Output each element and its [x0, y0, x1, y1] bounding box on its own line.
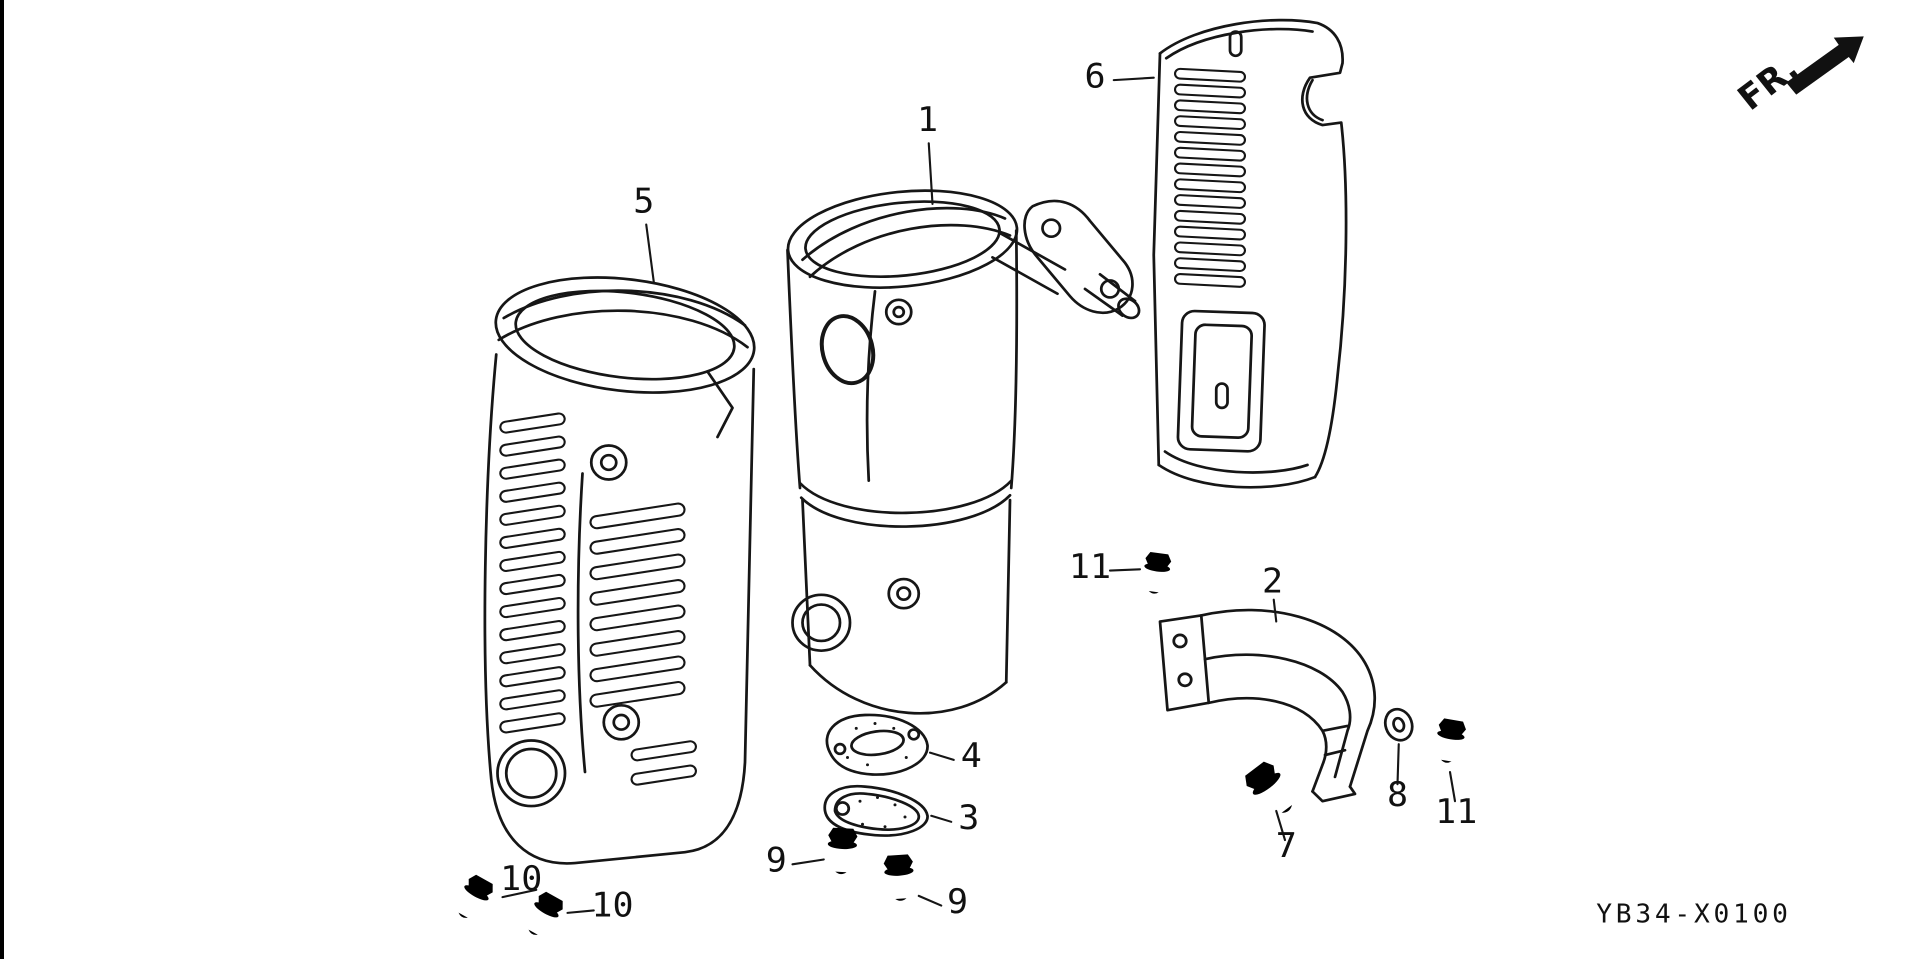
leader-line-10-upper: [501, 888, 538, 899]
leader-line-2: [1272, 598, 1278, 623]
bolt-part7-drawing: [1241, 758, 1302, 822]
muffler-part1-drawing: [786, 189, 1141, 715]
washer-part8-drawing: [1383, 707, 1414, 742]
callout-6: 6: [1084, 57, 1105, 96]
part5-louvers-left-column: [499, 412, 566, 734]
leader-line-11-left: [1108, 568, 1142, 572]
callout-10-upper: 10: [500, 859, 542, 898]
part5-louvers-bottom: [630, 740, 697, 786]
diagram-code: YB34-X0100: [1596, 900, 1791, 930]
gasket-part3-drawing: [823, 784, 929, 837]
fr-label: FR.: [1731, 49, 1807, 119]
callout-5: 5: [633, 182, 654, 221]
muffler-band-part2-drawing: [1158, 608, 1377, 803]
leader-line-10-lower: [566, 909, 595, 914]
leader-line-9-right: [917, 894, 943, 907]
page-left-edge-line: [0, 0, 4, 959]
callout-11-left: 11: [1069, 547, 1111, 586]
callout-9-left: 9: [766, 841, 787, 880]
leader-line-3: [930, 814, 953, 823]
leader-line-4: [928, 751, 955, 761]
callout-2: 2: [1262, 562, 1283, 601]
part6-louvers-column: [1173, 67, 1247, 288]
callout-labels: 5 1 6 11 2 4 3 8 11 7 9 9 10 10: [500, 57, 1477, 926]
callout-9-right: 9: [947, 882, 968, 921]
gasket-part4-drawing: [825, 713, 929, 776]
callout-leader-lines: [501, 76, 1457, 914]
leader-line-6: [1112, 76, 1155, 82]
leader-line-8: [1396, 743, 1400, 786]
callout-1: 1: [917, 101, 938, 140]
leader-line-1: [927, 142, 934, 205]
leader-line-5: [645, 223, 655, 283]
bolt-part10-left-drawing: [450, 872, 497, 924]
bolt-part11-left-drawing: [1140, 551, 1173, 596]
bolt-part9-right-drawing: [883, 854, 916, 902]
callout-3: 3: [958, 799, 979, 838]
leader-line-7: [1275, 809, 1287, 842]
bolt-part11-right-drawing: [1432, 717, 1468, 766]
leader-line-9-left: [791, 858, 825, 866]
muffler-protector-part6-drawing: [1152, 18, 1348, 489]
part5-louvers-center-column: [589, 502, 686, 708]
callout-8: 8: [1387, 776, 1408, 815]
callout-4: 4: [961, 737, 982, 776]
callout-11-right: 11: [1435, 792, 1477, 831]
callout-10-lower: 10: [591, 886, 633, 925]
bolt-part9-left-drawing: [826, 827, 858, 875]
muffler-protector-part5-drawing: [483, 276, 756, 865]
fr-direction-arrow: [1786, 36, 1864, 95]
leader-line-11-right: [1448, 771, 1457, 803]
callout-7: 7: [1276, 826, 1297, 865]
